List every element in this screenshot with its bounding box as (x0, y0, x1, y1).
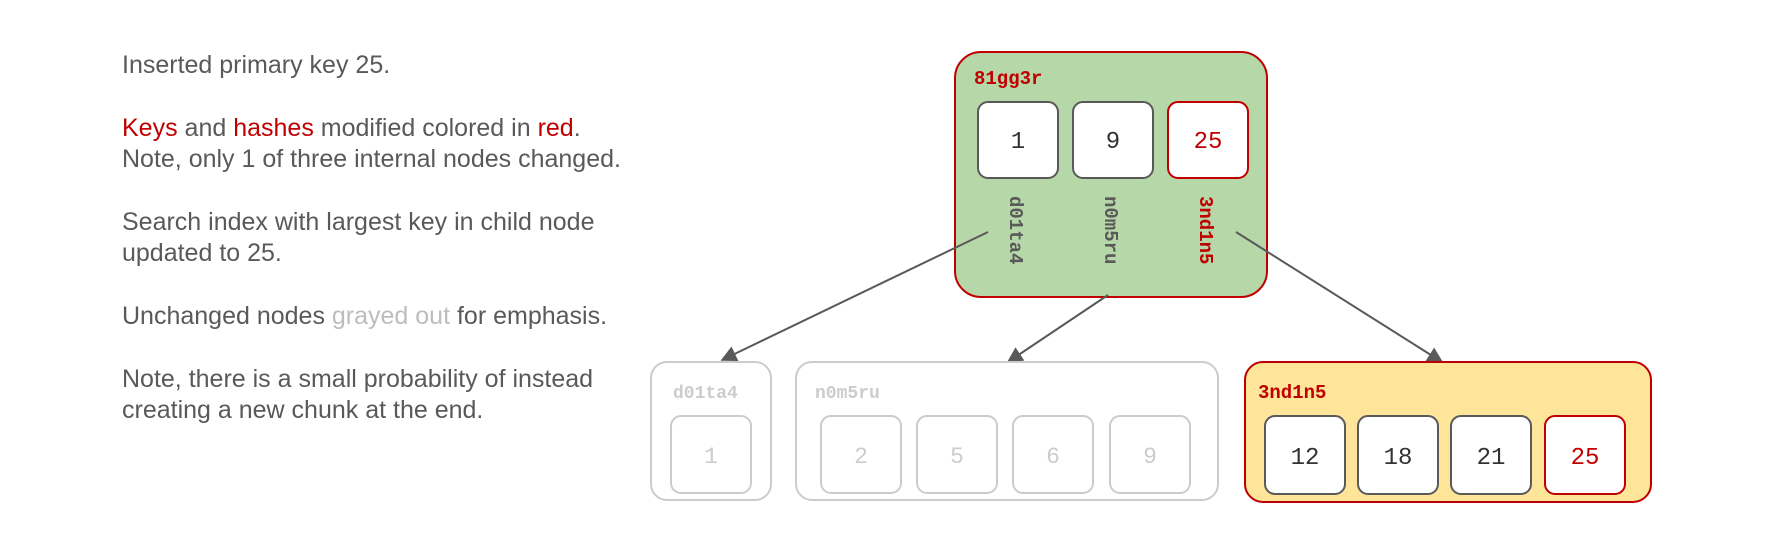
child-key-box-changed (1544, 415, 1626, 495)
note-search-index: Search index with largest key in child n… (122, 208, 595, 267)
child-key: 5 (950, 444, 964, 470)
child-key-box (1012, 415, 1094, 494)
root-key-box (1072, 101, 1154, 179)
pointer-arrow (720, 231, 989, 361)
child-key-box (1450, 415, 1532, 495)
grayed-out-word: grayed out (331, 302, 451, 330)
keys-word: Keys (122, 114, 178, 142)
root-key: 9 (1106, 129, 1120, 156)
root-key-box-changed (1167, 101, 1249, 179)
child-hash: d01ta4 (673, 384, 738, 404)
child-key: 6 (1046, 444, 1060, 470)
child-hash: n0m5ru (815, 384, 880, 404)
explanation-notes: Inserted primary key 25. Keys and hashes… (122, 50, 642, 458)
child-key: 18 (1384, 445, 1413, 472)
note-probability: Note, there is a small probability of in… (122, 365, 594, 424)
child-key-box (916, 415, 998, 494)
root-key-box (977, 101, 1059, 179)
root-pointer-hash: n0m5ru (1099, 196, 1121, 264)
child-hash-changed: 3nd1n5 (1258, 382, 1326, 404)
pointer-arrow (1235, 231, 1444, 363)
pointer-arrow (1006, 294, 1109, 363)
root-key-changed: 25 (1194, 129, 1223, 156)
child-key-box (670, 415, 752, 494)
root-hash: 81gg3r (974, 68, 1042, 90)
child-key-box (1357, 415, 1439, 495)
child-node-changed: 3nd1n5 12 18 21 25 (1244, 361, 1652, 503)
child-key: 12 (1291, 445, 1320, 472)
child-key-changed: 25 (1571, 445, 1600, 472)
child-node-grayed: n0m5ru 2 5 6 9 (795, 361, 1219, 501)
note-inserted: Inserted primary key 25. (122, 51, 391, 79)
child-key: 2 (854, 444, 868, 470)
child-key: 1 (704, 444, 718, 470)
child-key: 21 (1477, 445, 1506, 472)
root-pointer-hash: d01ta4 (1004, 196, 1026, 264)
child-key-box (1109, 415, 1191, 494)
child-key: 9 (1143, 444, 1157, 470)
note-modified: Keys and hashes modified colored in red.… (122, 114, 621, 173)
hashes-word: hashes (233, 114, 314, 142)
root-key: 1 (1011, 129, 1025, 156)
child-node-grayed: d01ta4 1 (650, 361, 772, 501)
note-grayed: Unchanged nodes grayed out for emphasis. (122, 302, 608, 330)
child-key-box (820, 415, 902, 494)
root-pointer-hash-changed: 3nd1n5 (1194, 196, 1216, 264)
red-word: red (537, 114, 574, 142)
note-internal-nodes: Note, only 1 of three internal nodes cha… (122, 145, 621, 173)
root-node: 81gg3r 1 9 25 d01ta4 n0m5ru 3nd1n5 (954, 51, 1268, 298)
child-key-box (1264, 415, 1346, 495)
